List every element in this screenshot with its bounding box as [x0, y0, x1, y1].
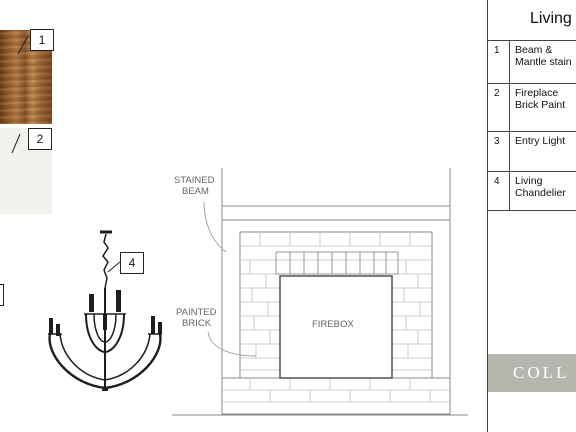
legend-label-2: Fireplace Brick Paint: [515, 87, 566, 111]
note-stained-beam-line1: STAINED: [174, 175, 215, 186]
legend-num-1: 1: [494, 45, 500, 56]
note-painted-brick: PAINTED BRICK: [176, 307, 216, 329]
firebox-label: FIREBOX: [312, 319, 354, 330]
soldier-course: [275, 251, 399, 275]
legend-num-4: 4: [494, 176, 500, 187]
note-painted-brick-line2: BRICK: [182, 318, 212, 329]
tag-partial-left: [0, 284, 4, 306]
firebox-opening: [279, 275, 393, 379]
hearth: [221, 377, 451, 415]
legend-num-2: 2: [494, 88, 500, 99]
legend-row-2: 2 Fireplace Brick Paint: [488, 83, 576, 132]
legend-label-1: Beam & Mantle stain: [515, 44, 572, 68]
beam-outline: [221, 205, 451, 221]
legend-label-3: Entry Light: [515, 135, 566, 147]
legend-panel: [487, 0, 576, 432]
note-painted-brick-line1: PAINTED: [176, 307, 217, 318]
tag-4: 4: [120, 252, 144, 274]
brand-banner: COLL: [488, 354, 576, 392]
legend-label-4: Living Chandelier: [515, 175, 566, 199]
legend-num-3: 3: [494, 136, 500, 147]
leader-line-1: [17, 35, 29, 55]
legend-row-1: 1 Beam & Mantle stain: [488, 40, 576, 83]
legend-row-3: 3 Entry Light: [488, 131, 576, 172]
note-stained-beam: STAINED BEAM: [174, 175, 214, 197]
leader-line-2: [11, 133, 21, 154]
swatch-leaders: [11, 35, 29, 154]
fireplace-elevation-drawing: [172, 168, 468, 416]
brand-text: COLL: [513, 363, 570, 382]
tag-2: 2: [28, 128, 52, 150]
legend-title: Living: [530, 10, 572, 27]
chandelier-illustration: [48, 230, 162, 391]
legend-row-4: 4 Living Chandelier: [488, 171, 576, 211]
tag-1: 1: [30, 29, 54, 51]
note-stained-beam-line2: BEAM: [182, 186, 209, 197]
brick-courses: [222, 232, 450, 403]
